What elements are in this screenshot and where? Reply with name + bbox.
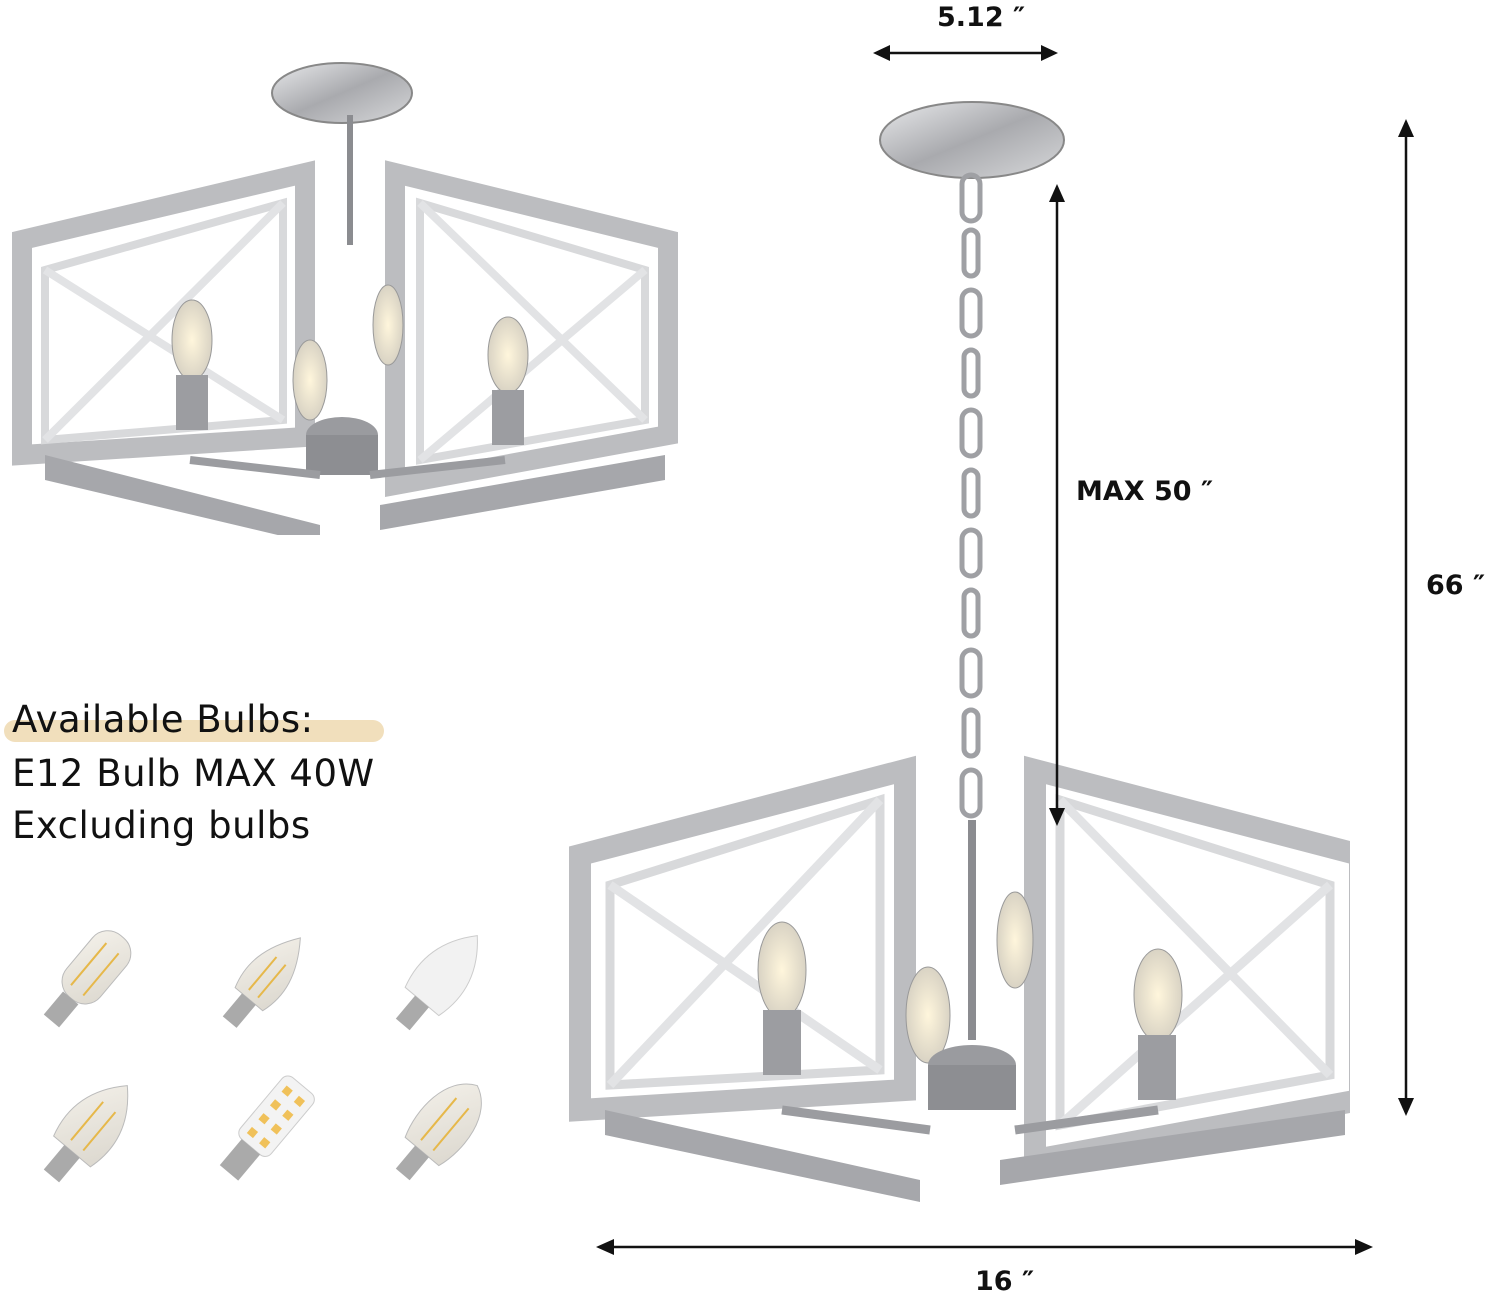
bulb-filament-flame-tip-icon <box>222 937 301 1028</box>
bulbs-note: Excluding bulbs <box>12 804 311 847</box>
body-width-arrow <box>596 1239 1373 1255</box>
overall-height-label: 66 ″ <box>1426 570 1486 601</box>
heading-highlight <box>4 720 384 742</box>
chain-length-arrow <box>1049 184 1065 826</box>
body-width-label: 16 ″ <box>975 1266 1035 1297</box>
bulb-filament-teardrop-icon <box>395 1083 482 1181</box>
bulbs-heading: Available Bulbs: <box>12 698 314 741</box>
bulbs-spec: E12 Bulb MAX 40W <box>12 752 375 795</box>
chain-max-label: MAX 50 ″ <box>1076 476 1214 507</box>
bulb-filament-tube-icon <box>43 930 132 1028</box>
bulb-types-grid <box>43 930 482 1183</box>
semi-flush-fixture-photo <box>11 62 678 535</box>
bulb-filament-candle-icon <box>43 1085 129 1183</box>
bulb-led-corn-icon <box>219 1075 315 1181</box>
canopy-width-arrow <box>873 45 1058 61</box>
canopy-width-label: 5.12 ″ <box>937 2 1026 33</box>
bulb-frosted-candle-icon <box>395 935 478 1031</box>
pendant-fixture-photo <box>569 101 1350 1202</box>
overall-height-arrow <box>1398 119 1414 1116</box>
